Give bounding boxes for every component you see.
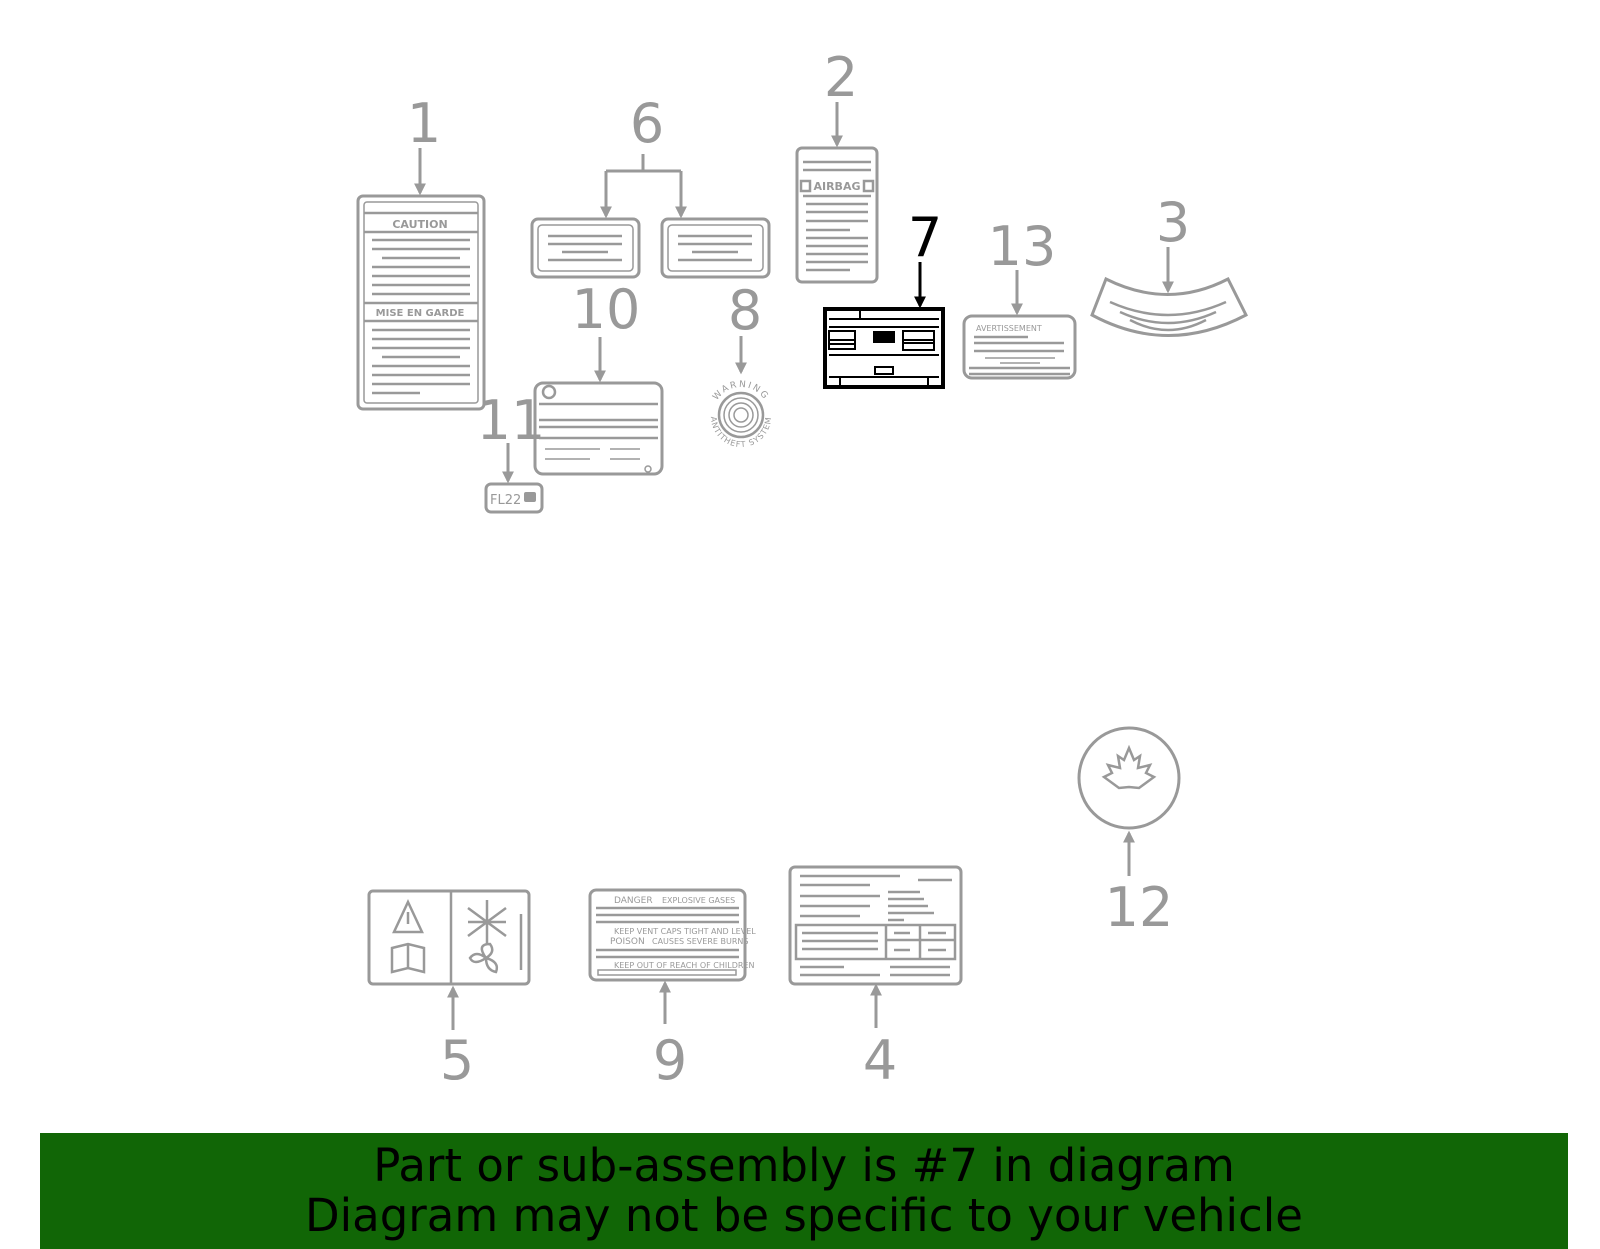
callout-12: 12 <box>1105 876 1174 939</box>
part-3-curved-label[interactable] <box>1090 276 1248 337</box>
caution-text: CAUTION <box>392 218 447 231</box>
maple-leaf-icon <box>1101 744 1157 790</box>
callout-9: 9 <box>653 1029 687 1092</box>
banner-line-1: Part or sub-assembly is #7 in diagram <box>373 1139 1235 1192</box>
danger-text: DANGER <box>614 896 653 906</box>
poison-text: POISON <box>610 937 645 947</box>
callout-2: 2 <box>824 46 858 109</box>
part-7-label-highlighted[interactable] <box>823 307 945 389</box>
part-12-maple-leaf-decal[interactable] <box>1077 726 1181 830</box>
part-13-avertissement-label[interactable]: AVERTISSEMENT <box>962 314 1077 380</box>
part-9-battery-danger-label[interactable]: DANGER EXPLOSIVE GASES KEEP VENT CAPS TI… <box>588 888 756 982</box>
svg-text:WARNING: WARNING <box>711 380 771 403</box>
callout-5: 5 <box>440 1029 474 1092</box>
part-1-caution-label[interactable]: CAUTION MISE EN GARDE <box>356 194 486 411</box>
manual-book-icon <box>390 942 426 974</box>
callout-11: 11 <box>477 389 546 452</box>
causes-severe-burns-text: CAUSES SEVERE BURNS <box>652 937 748 946</box>
callout-8: 8 <box>728 279 762 342</box>
part-4-info-label[interactable] <box>788 865 963 986</box>
callout-10: 10 <box>572 278 641 341</box>
part-8-antitheft-seal[interactable]: WARNING ANTITHEFT SYSTEM <box>709 380 773 449</box>
fl22-text: FL22 <box>490 493 521 508</box>
explosive-gases-text: EXPLOSIVE GASES <box>662 896 735 905</box>
callout-4: 4 <box>863 1029 897 1092</box>
part-5-pictogram-label[interactable] <box>367 889 531 986</box>
mise-en-garde-text: MISE EN GARDE <box>376 308 465 319</box>
info-banner: Part or sub-assembly is #7 in diagram Di… <box>40 1133 1568 1249</box>
warning-arc-text: WARNING <box>711 380 769 403</box>
part-11-fl22-tag[interactable]: FL22 <box>484 482 544 514</box>
keep-vent-caps-text: KEEP VENT CAPS TIGHT AND LEVEL <box>614 927 756 936</box>
fan-crossed-icon <box>467 900 507 944</box>
banner-line-2: Diagram may not be specific to your vehi… <box>305 1189 1303 1242</box>
part-2-airbag-label[interactable]: AIRBAG <box>795 146 879 284</box>
callout-3: 3 <box>1156 191 1190 254</box>
part-10-label[interactable] <box>533 381 664 476</box>
part-6-labels[interactable] <box>530 217 771 279</box>
callout-6: 6 <box>630 92 664 155</box>
callout-7: 7 <box>908 206 942 269</box>
warning-triangle-icon <box>392 899 424 934</box>
callout-1: 1 <box>407 92 441 155</box>
airbag-text: AIRBAG <box>813 180 860 193</box>
keep-out-of-reach-text: KEEP OUT OF REACH OF CHILDREN <box>614 961 754 970</box>
avertissement-text: AVERTISSEMENT <box>976 324 1042 333</box>
fan-icon <box>468 942 499 974</box>
callout-13: 13 <box>988 215 1057 278</box>
arrow-6 <box>600 154 687 219</box>
